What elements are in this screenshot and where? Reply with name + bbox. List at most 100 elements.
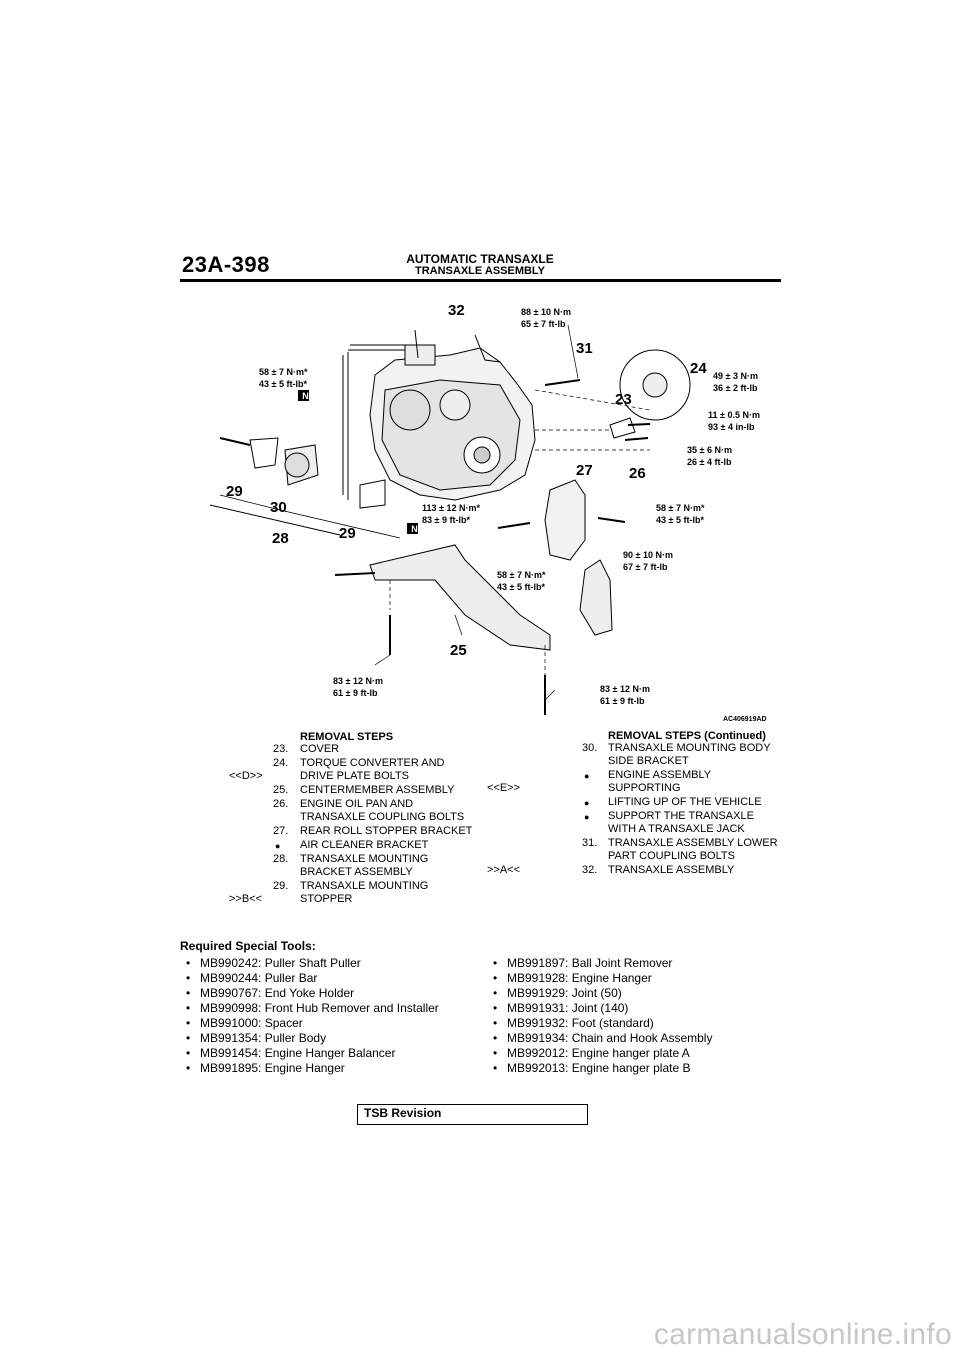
tool-item: • MB990242: Puller Shaft Puller bbox=[186, 956, 361, 971]
tool-item: • MB992012: Engine hanger plate A bbox=[493, 1046, 690, 1061]
tool-item: • MB990767: End Yoke Holder bbox=[186, 986, 354, 1001]
torque-label-27-upper: 58 ± 7 N·m*43 ± 5 ft-lb* bbox=[656, 503, 705, 525]
tool-name: MB991931: Joint (140) bbox=[507, 1001, 629, 1015]
bullet-icon: • bbox=[186, 1016, 191, 1030]
step-text: CENTERMEMBER ASSEMBLY bbox=[300, 784, 455, 796]
step-number: 31. bbox=[582, 837, 598, 849]
tool-item: • MB991929: Joint (50) bbox=[493, 986, 622, 1001]
tool-name: MB992013: Engine hanger plate B bbox=[507, 1061, 691, 1075]
step-text: WITH A TRANSAXLE JACK bbox=[608, 823, 745, 835]
tool-name: MB990767: End Yoke Holder bbox=[200, 986, 355, 1000]
tool-item: • MB990998: Front Hub Remover and Install… bbox=[186, 1001, 439, 1016]
step-reference: <<D>> bbox=[229, 770, 263, 782]
tool-name: MB992012: Engine hanger plate A bbox=[507, 1046, 690, 1060]
tsb-revision-box bbox=[357, 1104, 588, 1125]
tool-name: MB991000: Spacer bbox=[200, 1016, 303, 1030]
tool-item: •MB991934: Chain and Hook Assembly bbox=[493, 1031, 712, 1046]
tool-name: MB991929: Joint (50) bbox=[507, 986, 622, 1000]
callout-30: 30 bbox=[270, 499, 287, 516]
tool-item: • MB991454: Engine Hanger Balancer bbox=[186, 1046, 395, 1061]
bullet-icon: • bbox=[186, 986, 191, 1000]
step-number: 29. bbox=[273, 880, 289, 892]
tool-item: •MB991897: Ball Joint Remover bbox=[493, 956, 672, 971]
bullet-icon: • bbox=[186, 1001, 191, 1015]
tool-name: MB990242: Puller Shaft Puller bbox=[200, 956, 361, 970]
step-number: 27. bbox=[273, 825, 289, 837]
callout-32: 32 bbox=[448, 302, 465, 319]
bullet-icon: • bbox=[493, 1001, 498, 1015]
torque-label-25-nut: 58 ± 7 N·m*43 ± 5 ft-lb* bbox=[497, 570, 546, 592]
bullet-icon: • bbox=[493, 1031, 498, 1045]
bullet-icon: • bbox=[493, 971, 498, 985]
tool-name: MB991454: Engine Hanger Balancer bbox=[200, 1046, 396, 1060]
step-text: SUPPORT THE TRANSAXLE bbox=[608, 810, 754, 822]
callout-28: 28 bbox=[272, 530, 289, 547]
tool-item: •MB991932: Foot (standard) bbox=[493, 1016, 654, 1031]
bullet-icon: • bbox=[186, 1046, 191, 1060]
callout-27: 27 bbox=[576, 462, 593, 479]
callout-26: 26 bbox=[629, 465, 646, 482]
figure-id: AC406919AD bbox=[723, 716, 767, 723]
bullet-icon: • bbox=[186, 956, 191, 970]
bullet-icon: ● bbox=[275, 841, 281, 851]
step-text: DRIVE PLATE BOLTS bbox=[300, 770, 410, 782]
callout-29-left: 29 bbox=[226, 483, 243, 500]
step-number: 23. bbox=[273, 743, 289, 755]
tool-item: • MB991000: Spacer bbox=[186, 1016, 303, 1031]
callout-24: 24 bbox=[690, 360, 707, 377]
step-number: 32. bbox=[582, 864, 598, 876]
bullet-icon: • bbox=[493, 986, 498, 1000]
bullet-icon: • bbox=[186, 1031, 191, 1045]
tool-name: MB990998: Front Hub Remover and Installe… bbox=[200, 1001, 439, 1015]
tool-item: • MB992013: Engine hanger plate B bbox=[493, 1061, 690, 1076]
callout-31: 31 bbox=[576, 340, 593, 357]
tsb-revision-label: TSB Revision bbox=[364, 1106, 442, 1120]
tool-item: •MB991928: Engine Hanger bbox=[493, 971, 652, 986]
step-text: PART COUPLING BOLTS bbox=[608, 850, 735, 862]
required-tools-title: Required Special Tools: bbox=[180, 939, 316, 953]
section-subtitle: TRANSAXLE ASSEMBLY bbox=[415, 265, 545, 277]
step-text: TRANSAXLE MOUNTING bbox=[300, 853, 429, 865]
step-text: TRANSAXLE ASSEMBLY LOWER bbox=[608, 837, 778, 849]
step-number: 24. bbox=[273, 757, 289, 769]
page-number: 23A-398 bbox=[182, 252, 270, 277]
bullet-icon: • bbox=[493, 1046, 498, 1060]
step-number: 26. bbox=[273, 798, 289, 810]
step-text: STOPPER bbox=[300, 893, 353, 905]
step-text: LIFTING UP OF THE VEHICLE bbox=[608, 796, 762, 808]
bullet-icon: • bbox=[493, 1061, 498, 1075]
step-number: 30. bbox=[582, 742, 598, 754]
header-rule bbox=[180, 279, 781, 282]
removal-steps-title: REMOVAL STEPS bbox=[300, 731, 394, 743]
step-text: ENGINE OIL PAN AND bbox=[300, 798, 414, 810]
step-text: ENGINE ASSEMBLY bbox=[608, 769, 712, 781]
step-number: 28. bbox=[273, 853, 289, 865]
step-text: TRANSAXLE COUPLING BOLTS bbox=[300, 811, 465, 823]
bullet-icon: • bbox=[186, 971, 191, 985]
step-text: SUPPORTING bbox=[608, 782, 681, 794]
step-text: BRACKET ASSEMBLY bbox=[300, 866, 413, 878]
step-number: 25. bbox=[273, 784, 289, 796]
torque-label-stopper-nut: 113 ± 12 N·m*83 ± 9 ft-lb* bbox=[422, 503, 480, 525]
step-reference: >>B<< bbox=[229, 893, 263, 905]
step-text: REAR ROLL STOPPER BRACKET bbox=[300, 825, 473, 837]
n-mark-2: N bbox=[411, 524, 418, 534]
step-text: TRANSAXLE ASSEMBLY bbox=[608, 864, 735, 876]
step-text: COVER bbox=[300, 743, 340, 755]
step-text: TORQUE CONVERTER AND bbox=[300, 757, 445, 769]
bullet-icon: ● bbox=[584, 771, 590, 781]
callout-23: 23 bbox=[615, 391, 632, 408]
tool-name: MB991897: Ball Joint Remover bbox=[507, 956, 673, 970]
tool-item: •MB990244: Puller Bar bbox=[186, 971, 317, 986]
removal-steps-continued-title: REMOVAL STEPS (Continued) bbox=[608, 730, 766, 742]
step-reference: >>A<< bbox=[487, 864, 521, 876]
tool-item: • MB991931: Joint (140) bbox=[493, 1001, 628, 1016]
exploded-view-diagram bbox=[209, 324, 691, 715]
